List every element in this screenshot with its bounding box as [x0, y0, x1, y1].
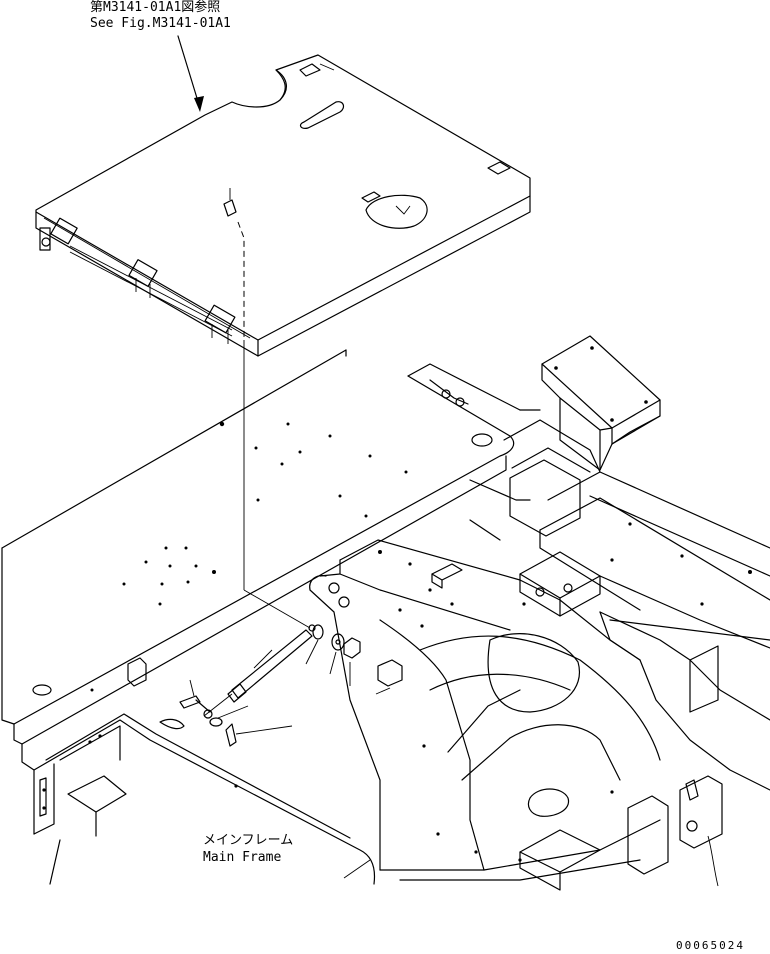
floor-holes [90, 421, 408, 692]
main-frame-structure [309, 539, 770, 891]
upper-right-bracket [541, 335, 661, 471]
callout-ref-en: See Fig.M3141-01A1 [90, 16, 231, 31]
hinge-right [204, 304, 236, 344]
drawing-number: 00065024 [676, 939, 745, 952]
stay-bracket [223, 188, 311, 629]
nut [343, 637, 361, 686]
floor-plate [1, 349, 515, 745]
hinge-left [39, 217, 78, 251]
bolt [179, 679, 211, 713]
washer-upper [305, 624, 345, 675]
right-deck-plate [539, 497, 770, 641]
latch-pin [159, 718, 185, 730]
latch-bracket [375, 659, 403, 695]
main-frame-label-jp: メインフレーム [203, 833, 294, 848]
frame-side-rail [407, 363, 770, 577]
callout-arrow [177, 35, 204, 112]
gas-spring [203, 624, 316, 719]
cover-panel [35, 54, 531, 357]
main-frame-label-en: Main Frame [203, 850, 282, 865]
main-frame-leader [343, 859, 371, 879]
callout-ref-jp: 第M3141-01A1図参照 [90, 0, 221, 15]
main-frame-left [21, 713, 376, 885]
washer-lower [209, 705, 293, 747]
